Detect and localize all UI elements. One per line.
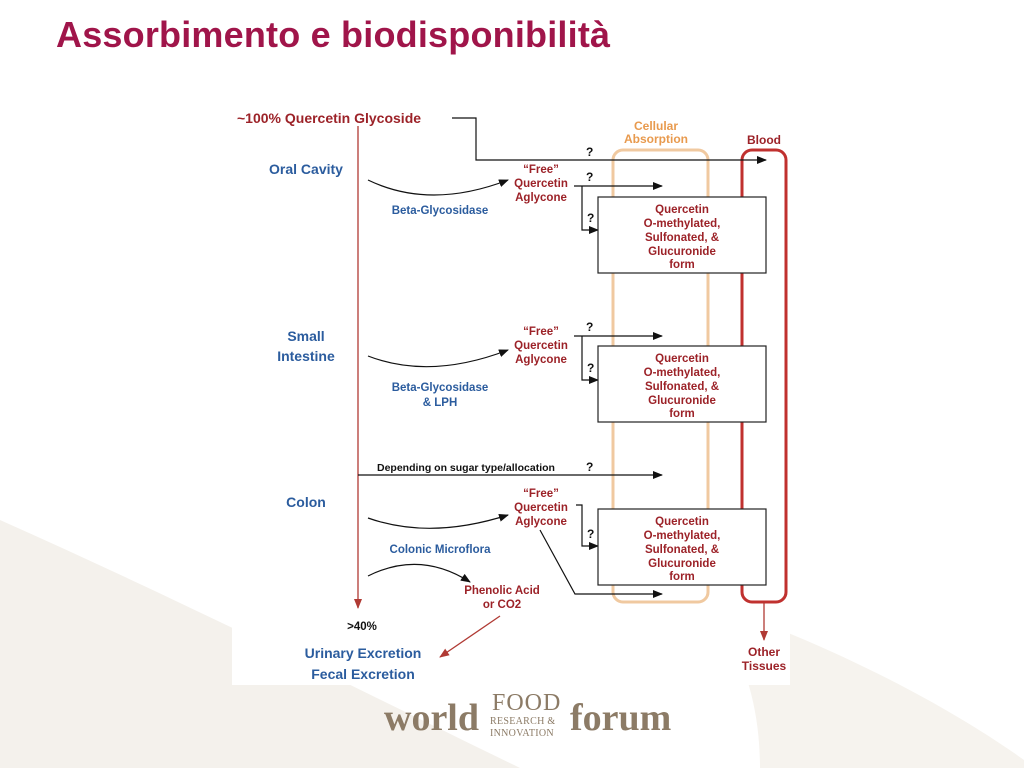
aglycone-to-cell-diagonal-arrow	[539, 529, 663, 598]
phenolic-label-1: Phenolic Acid	[464, 585, 540, 597]
colon-aglycone-3: Aglycone	[515, 516, 567, 528]
colon-hydrolysis-curve	[367, 513, 509, 529]
colon-conjugate-3: Sulfonated, &	[645, 544, 719, 556]
oral-conjugate-4: Glucuronide	[648, 246, 716, 258]
fecal-excretion-label: Fecal Excretion	[311, 666, 415, 682]
colon-conjugate-1: Quercetin	[655, 516, 709, 528]
si-aglycone-3: Aglycone	[515, 354, 567, 366]
si-question-1: ?	[586, 320, 593, 334]
logo-world-text: world	[384, 697, 479, 739]
si-conjugate-2: O-methylated,	[644, 367, 721, 379]
oral-aglycone-to-box-arrow	[581, 186, 599, 234]
other-tissues-label-1: Other	[748, 645, 780, 659]
si-conjugate-1: Quercetin	[655, 353, 709, 365]
excretion-percent: >40%	[347, 621, 377, 633]
logo-food-text: FOOD	[492, 690, 562, 716]
question-mark-top: ?	[586, 145, 593, 159]
si-aglycone-2: Quercetin	[514, 340, 568, 352]
sugar-question: ?	[586, 460, 593, 474]
glycoside-to-blood-line	[452, 117, 767, 164]
oral-enzyme-label: Beta-Glycosidase	[392, 205, 489, 217]
colon-conjugate-2: O-methylated,	[644, 530, 721, 542]
other-tissues-label-2: Tissues	[742, 659, 787, 673]
oral-conjugate-5: form	[669, 259, 695, 271]
slide-title: Assorbimento e biodisponibilità	[56, 14, 611, 55]
si-hydrolysis-curve	[367, 349, 509, 368]
colon-aglycone-to-box-arrow	[576, 504, 599, 550]
urinary-excretion-label: Urinary Excretion	[305, 645, 422, 661]
quercetin-glycoside-label: ~100% Quercetin Glycoside	[237, 110, 421, 126]
si-enzyme-label-2: & LPH	[423, 397, 458, 409]
colon-label: Colon	[286, 494, 326, 510]
oral-conjugate-2: O-methylated,	[644, 218, 721, 230]
colon-aglycone-1: “Free”	[523, 488, 559, 500]
oral-aglycone-2: Quercetin	[514, 178, 568, 190]
logo-innovation-text: INNOVATION	[490, 728, 554, 739]
colon-question: ?	[587, 527, 594, 541]
si-conjugate-4: Glucuronide	[648, 395, 716, 407]
si-conjugate-3: Sulfonated, &	[645, 381, 719, 393]
logo-research-text: RESEARCH &	[490, 716, 556, 727]
oral-conjugate-box	[597, 196, 767, 274]
cellular-absorption-label-1: Cellular	[634, 119, 678, 133]
logo-forum-text: forum	[570, 697, 672, 739]
si-enzyme-label-1: Beta-Glycosidase	[392, 382, 489, 394]
oral-aglycone-3: Aglycone	[515, 192, 567, 204]
colon-conjugate-box	[597, 508, 767, 586]
sugar-type-label: Depending on sugar type/allocation	[377, 462, 555, 474]
oral-conjugate-1: Quercetin	[655, 204, 709, 216]
oral-question-1: ?	[586, 170, 593, 184]
colon-conjugate-5: form	[669, 571, 695, 583]
si-conjugate-box	[597, 345, 767, 423]
colon-conjugate-4: Glucuronide	[648, 558, 716, 570]
small-intestine-label-2: Intestine	[277, 348, 335, 364]
oral-hydrolysis-curve	[367, 179, 509, 196]
si-aglycone-1: “Free”	[523, 326, 559, 338]
small-intestine-label-1: Small	[287, 328, 324, 344]
microflora-curve	[367, 563, 471, 583]
si-question-2: ?	[587, 361, 594, 375]
phenolic-to-excretion-arrow	[439, 615, 501, 658]
phenolic-label-2: or CO2	[483, 599, 521, 611]
si-aglycone-to-box-arrow	[581, 336, 599, 384]
oral-cavity-label: Oral Cavity	[269, 161, 343, 177]
cellular-absorption-label-2: Absorption	[624, 132, 688, 146]
colon-enzyme-label: Colonic Microflora	[390, 544, 492, 556]
oral-conjugate-3: Sulfonated, &	[645, 232, 719, 244]
oral-question-2: ?	[587, 211, 594, 225]
colon-aglycone-2: Quercetin	[514, 502, 568, 514]
si-conjugate-5: form	[669, 408, 695, 420]
world-food-forum-logo: world FOOD RESEARCH & INNOVATION forum	[380, 690, 690, 746]
blood-label: Blood	[747, 133, 781, 147]
oral-aglycone-1: “Free”	[523, 164, 559, 176]
